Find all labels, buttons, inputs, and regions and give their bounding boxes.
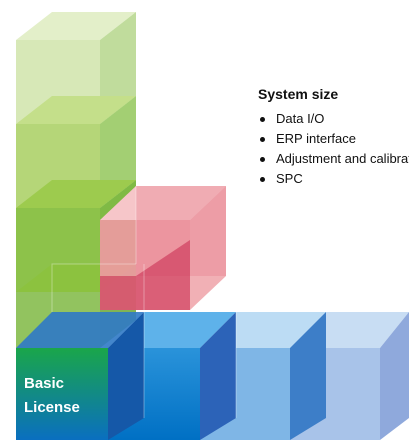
basic-license-cube [16,312,144,440]
basic-license-label: Basic License [24,372,80,420]
system-size-title: System size [258,86,339,102]
system-size-info: System size Data I/O ERP interface Adjus… [258,86,409,189]
system-size-list: Data I/O ERP interface Adjustment and ca… [258,109,409,189]
list-item-erp-interface: ERP interface [258,129,409,149]
red-cube [100,186,226,310]
list-item-data-io: Data I/O [258,109,409,129]
green-cube-lower [16,180,136,292]
overlay-edges [51,186,237,418]
basic-license-line1: Basic [24,375,65,392]
list-item-spc: SPC [258,169,409,189]
list-item-adjustment: Adjustment and calibration [258,149,409,169]
basic-license-line2: License [24,399,80,416]
